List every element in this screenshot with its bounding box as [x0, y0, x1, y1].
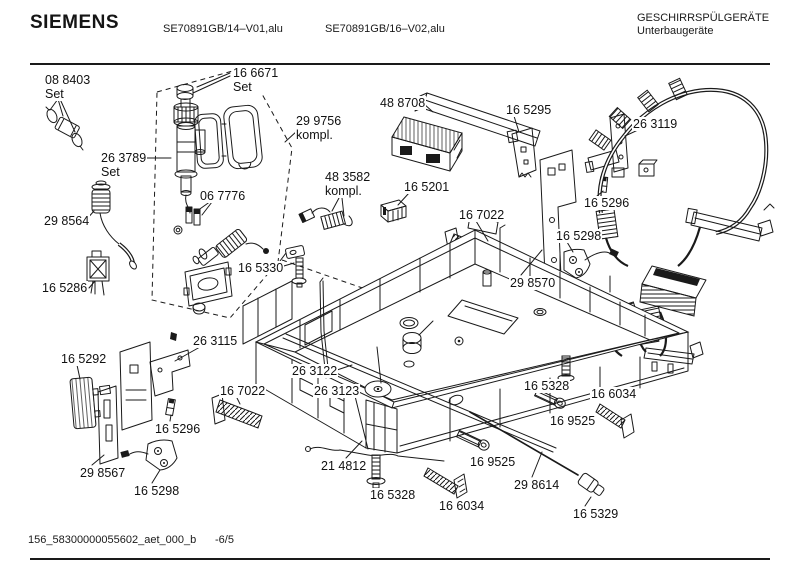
bracket-16-5295-art — [506, 127, 537, 178]
aquastop-valve-art — [173, 84, 206, 235]
header-rule — [30, 63, 770, 65]
cable-48-3582-art — [298, 207, 353, 230]
category-block: GESCHIRRSPÜLGERÄTE Unterbaugeräte — [637, 12, 769, 38]
model-variant-right: SE70891GB/16–V02,alu — [325, 23, 445, 35]
category-line1: GESCHIRRSPÜLGERÄTE — [637, 12, 770, 24]
footer-block: 156_58300000055602_aet_000_b -6/5 — [28, 534, 234, 546]
left-bracket-cluster-art — [69, 332, 191, 465]
seal-rings-art — [399, 317, 422, 368]
screw-16-5328-center-art — [366, 454, 386, 489]
hose-clamp-set-art — [45, 106, 84, 151]
coiled-hose-art — [91, 180, 137, 270]
rod-29-8614-art — [469, 411, 579, 476]
brand-logo: SIEMENS — [30, 12, 120, 33]
latch-16-5298-left-art — [120, 439, 178, 471]
model-variant-left: SE70891GB/14–V01,alu — [163, 23, 283, 35]
valve-housing-art — [194, 104, 263, 170]
page-reference: -6/5 — [215, 534, 234, 546]
clip-16-5296-left-art — [165, 398, 176, 417]
rail-16-6034-center-art — [423, 467, 468, 499]
toothed-rail-left-art — [211, 393, 263, 429]
fastener-16-5330-art — [285, 245, 307, 288]
category-line2: Unterbaugeräte — [637, 25, 714, 37]
tray-rod-and-rails-art — [282, 277, 557, 462]
inner-drain-spring-art — [192, 228, 269, 266]
rail-16-6034-right-art — [595, 403, 635, 439]
screw-16-9525-center-art — [455, 429, 490, 451]
plug-16-5329-art — [577, 472, 605, 496]
switch-16-5201-art — [380, 199, 407, 223]
latch-16-5298-right-art — [563, 248, 619, 279]
bracket-16-5286-art — [86, 250, 110, 296]
footer-rule — [30, 558, 770, 560]
mounting-plate-art — [183, 261, 233, 315]
document-number: 156_58300000055602_aet_000_b — [28, 534, 197, 546]
